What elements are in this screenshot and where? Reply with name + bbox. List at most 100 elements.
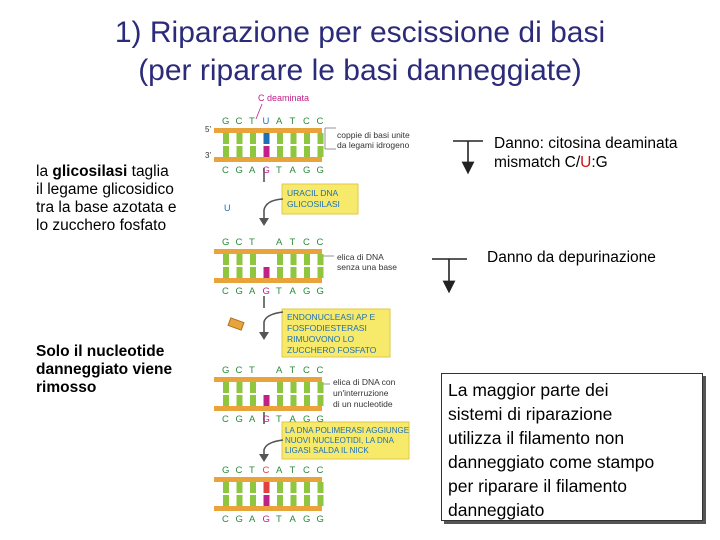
base-bottom	[290, 495, 297, 506]
base-bottom	[317, 495, 324, 506]
base-letter: G	[263, 286, 270, 297]
base-top	[290, 382, 297, 393]
base-top	[304, 133, 310, 144]
base-bottom	[277, 395, 283, 406]
c-deaminated-pointer	[255, 103, 263, 120]
enzyme-polymerase-2: NUOVI NUCLEOTIDI, LA DNA	[285, 436, 395, 445]
base-letter: T	[249, 465, 255, 476]
enzyme-polymerase-1: LA DNA POLIMERASI AGGIUNGE	[285, 426, 409, 435]
annotation-hydrogen-bonds-1: coppie di basi unite	[337, 130, 410, 140]
base-bottom	[223, 495, 229, 506]
enzyme-box-endonuclease	[281, 308, 391, 358]
base-bottom	[223, 267, 229, 278]
base-bottom	[290, 267, 297, 278]
base-letter: G	[317, 165, 324, 176]
base-top	[263, 482, 270, 493]
base-bottom	[304, 395, 310, 406]
base-letter: T	[249, 116, 255, 127]
mismatch-prefix: mismatch C/	[494, 154, 581, 171]
glycosylase-text-line4: lo zucchero fosfato	[36, 217, 167, 234]
base-letter: A	[249, 514, 256, 525]
base-letter: G	[222, 465, 229, 476]
deamination-arrow	[453, 140, 483, 168]
base-bottom	[277, 495, 283, 506]
base-bottom	[277, 146, 283, 157]
base-letter: C	[303, 116, 310, 127]
box-line: La maggior parte dei	[448, 380, 609, 400]
backbone-top	[214, 249, 322, 254]
base-bottom	[223, 395, 229, 406]
base-letter: G	[263, 165, 270, 176]
enzyme-endonuclease-4: ZUCCHERO FOSFATO	[287, 345, 377, 355]
prime5-label: 5'	[205, 125, 211, 134]
base-bottom	[263, 395, 270, 406]
base-letter: G	[303, 414, 310, 425]
base-letter: C	[236, 365, 243, 376]
enzyme-endonuclease-3: RIMUOVONO LO	[287, 334, 354, 344]
enzyme-polymerase-3: LIGASI SALDA IL NICK	[285, 446, 369, 455]
base-letter: C	[236, 465, 243, 476]
base-bottom	[304, 146, 310, 157]
damage-deamination-line1: Danno: citosina deaminata	[494, 135, 678, 152]
base-bottom	[317, 146, 324, 157]
base-letter: G	[236, 286, 243, 297]
base-bottom	[236, 267, 243, 278]
backbone-top	[214, 377, 322, 382]
backbone-top	[214, 477, 322, 482]
base-letter: C	[303, 465, 310, 476]
base-letter: G	[236, 165, 243, 176]
base-top	[223, 482, 229, 493]
mismatch-suffix: :G	[591, 154, 608, 171]
box-line: utilizza il filamento non	[448, 428, 625, 448]
base-letter: A	[276, 116, 283, 127]
box-line: per riparare il filamento	[448, 476, 627, 496]
base-bottom	[277, 267, 283, 278]
base-letter: C	[263, 465, 270, 476]
nucleotide-removed-text: Solo il nucleotide danneggiato viene rim…	[36, 343, 172, 397]
base-letter: G	[263, 514, 270, 525]
glycosylase-term: glicosilasi	[52, 163, 128, 180]
glycosylase-text-line2: il legame glicosidico	[36, 181, 174, 198]
base-letter: G	[303, 286, 310, 297]
base-letter: C	[303, 365, 310, 376]
base-bottom	[223, 146, 229, 157]
base-top	[290, 133, 297, 144]
annotation-no-base-1: elica di DNA	[337, 252, 384, 262]
base-letter: G	[222, 365, 229, 376]
enzyme-box-glycosylase	[281, 183, 359, 215]
base-letter: G	[236, 414, 243, 425]
annotation-gap-3: di un nucleotide	[333, 399, 393, 409]
depurination-arrow	[432, 258, 467, 287]
base-top	[317, 382, 324, 393]
base-bottom	[290, 146, 297, 157]
title-line-1: 1) Riparazione per escissione di basi	[114, 16, 606, 49]
base-top	[317, 482, 324, 493]
base-letter: A	[276, 365, 283, 376]
base-top	[263, 133, 270, 144]
enzyme-glycosylase-2: GLICOSILASI	[287, 199, 340, 209]
removed-sugar-phosphate	[227, 317, 245, 331]
base-bottom	[250, 146, 256, 157]
base-letter: T	[290, 365, 296, 376]
base-letter: A	[249, 286, 256, 297]
base-top	[277, 382, 283, 393]
base-letter: T	[276, 165, 282, 176]
box-line: danneggiato come stampo	[448, 452, 655, 472]
base-letter: T	[249, 237, 255, 248]
base-top	[223, 133, 229, 144]
backbone-top	[214, 128, 322, 133]
flow-arrow-2	[263, 311, 284, 338]
base-letter: C	[317, 365, 324, 376]
base-letter: C	[222, 286, 229, 297]
annotation-no-base-2: senza una base	[337, 262, 397, 272]
box-line: sistemi di riparazione	[448, 404, 613, 424]
base-top	[223, 254, 229, 265]
annotation-gap-2: un'interruzione	[333, 388, 389, 398]
base-top	[317, 254, 324, 265]
base-letter: G	[303, 514, 310, 525]
text-rest: taglia	[127, 163, 169, 180]
base-top	[277, 133, 283, 144]
